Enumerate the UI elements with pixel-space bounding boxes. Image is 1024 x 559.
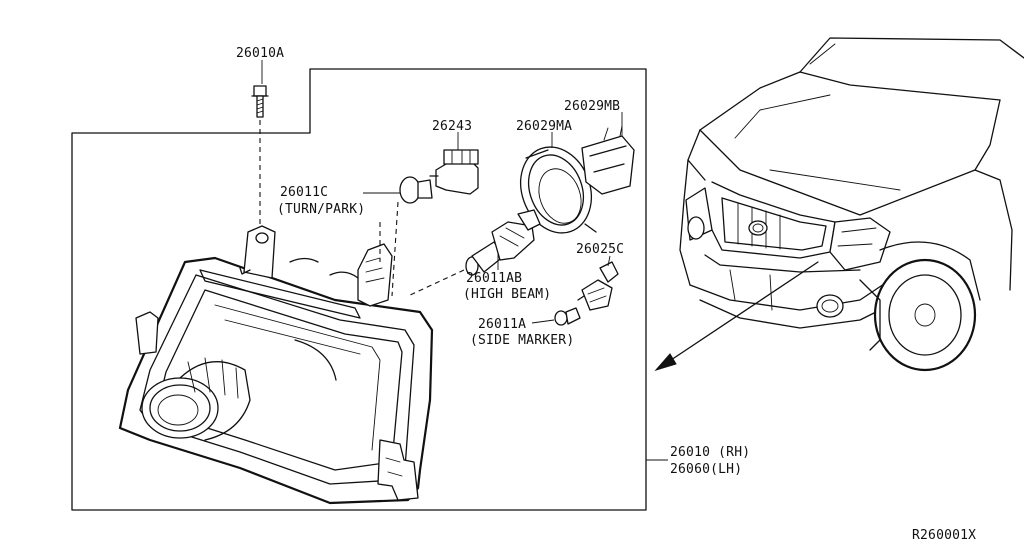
label-turn-park-part: 26011C bbox=[280, 185, 328, 200]
side-marker-socket-icon bbox=[577, 261, 619, 311]
label-headlamp-lh: 26060(LH) bbox=[670, 462, 742, 477]
retainer-ring-icon bbox=[520, 146, 597, 234]
label-headlamp-rh: 26010 (RH) bbox=[670, 445, 750, 460]
bulb-socket-icon bbox=[429, 149, 479, 195]
screw-icon bbox=[251, 85, 269, 118]
retainer-clip-icon bbox=[581, 125, 635, 195]
label-retainer-ma: 26029MA bbox=[516, 119, 572, 134]
label-retainer-mb: 26029MB bbox=[564, 99, 620, 114]
label-side-marker-part: 26011A bbox=[478, 317, 526, 332]
label-socket-25c: 26025C bbox=[576, 242, 624, 257]
assembly-frame bbox=[71, 68, 647, 511]
label-high-beam-desc: (HIGH BEAM) bbox=[463, 287, 551, 302]
label-bulb-socket: 26243 bbox=[432, 119, 472, 134]
direction-arrow bbox=[654, 261, 819, 371]
label-screw: 26010A bbox=[236, 46, 284, 61]
turn-park-bulb-icon bbox=[399, 176, 433, 204]
label-high-beam-part: 26011AB bbox=[466, 271, 522, 286]
high-beam-bulb-icon bbox=[465, 209, 541, 276]
label-turn-park-desc: (TURN/PARK) bbox=[277, 202, 365, 217]
vehicle-front-icon bbox=[679, 37, 1024, 372]
label-side-marker-desc: (SIDE MARKER) bbox=[470, 333, 574, 348]
side-marker-bulb-icon bbox=[554, 307, 581, 326]
diagram-reference: R260001X bbox=[912, 528, 976, 543]
headlamp-assembly-icon bbox=[118, 225, 434, 505]
